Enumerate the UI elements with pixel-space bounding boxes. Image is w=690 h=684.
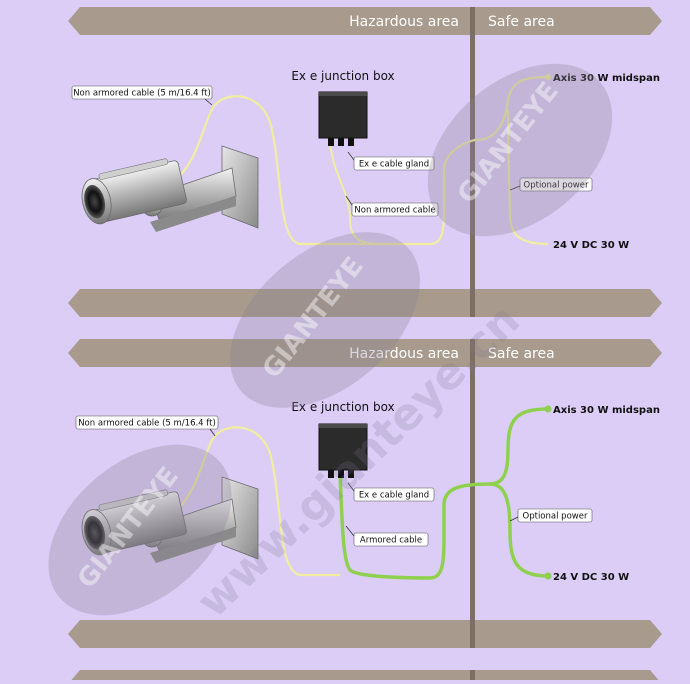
watermark-layer bbox=[48, 63, 613, 616]
panel2-hazardous-label: Hazardous area bbox=[349, 346, 459, 362]
panel1-bottom-bar bbox=[68, 289, 662, 317]
panel1-gland-callout: Ex e cable gland bbox=[359, 160, 429, 170]
panel2-dc-cable bbox=[489, 482, 549, 578]
panel2-midspan-cable bbox=[489, 407, 549, 486]
panel2-top-bar bbox=[68, 339, 662, 367]
panel2-lower-cable-callout: Armored cable bbox=[360, 536, 422, 546]
panel3-top-bar-partial bbox=[68, 670, 662, 684]
panel2-junction-box-icon bbox=[318, 423, 368, 471]
panel1-junction-box-icon bbox=[318, 91, 368, 139]
panel2-cable-callout: Non armored cable (5 m/16.4 ft) bbox=[78, 419, 216, 429]
panel1-camera-icon bbox=[76, 143, 273, 233]
panel2-gland-callout: Ex e cable gland bbox=[359, 491, 429, 501]
panel2-armored-cable bbox=[338, 474, 491, 580]
panel2-dc-label: 24 V DC 30 W bbox=[553, 572, 629, 583]
panel1-cable-callout: Non armored cable (5 m/16.4 ft) bbox=[73, 89, 211, 99]
panel1-safe-label: Safe area bbox=[488, 14, 555, 30]
panel2-safe-label: Safe area bbox=[488, 346, 555, 362]
panel2-divider bbox=[470, 339, 475, 648]
panel1-junction-box-title: Ex e junction box bbox=[291, 69, 394, 83]
panel2-midspan-label: Axis 30 W midspan bbox=[553, 405, 660, 416]
panel1-midspan-cable bbox=[475, 75, 549, 142]
panel1-lower-cable-callout: Non armored cable bbox=[354, 206, 435, 216]
panel2-junction-box-title: Ex e junction box bbox=[291, 400, 394, 414]
panel1-non-armored-cable bbox=[174, 95, 477, 246]
panel1-optional-power-callout: Optional power bbox=[524, 181, 589, 191]
panel2-bottom-bar bbox=[68, 620, 662, 648]
panel1-top-bar bbox=[68, 7, 662, 35]
panel1-dc-cable bbox=[506, 109, 549, 246]
panel1-hazardous-label: Hazardous area bbox=[349, 14, 459, 30]
panel1-midspan-label: Axis 30 W midspan bbox=[553, 73, 660, 84]
panel1-dc-label: 24 V DC 30 W bbox=[553, 240, 629, 251]
panel1-divider bbox=[470, 7, 475, 317]
panel2-optional-power-callout: Optional power bbox=[523, 512, 588, 522]
panel1-gland-cable bbox=[329, 139, 381, 245]
panel2-non-armored-cable bbox=[174, 426, 340, 577]
